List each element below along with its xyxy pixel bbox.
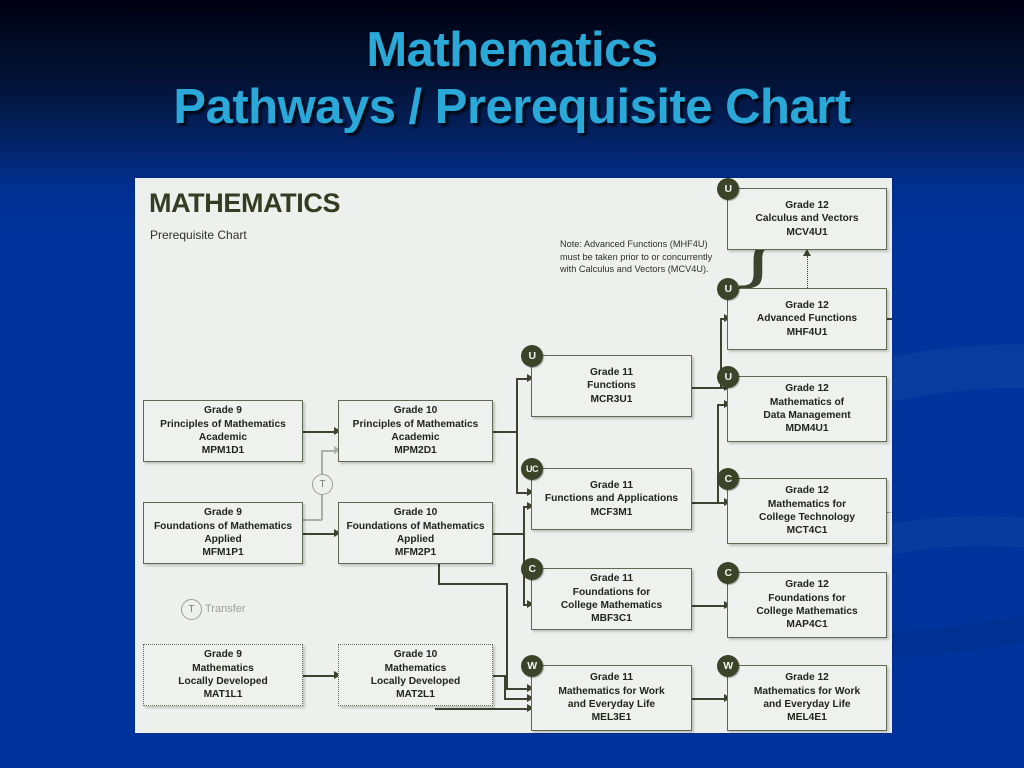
connector — [493, 675, 506, 677]
connector — [504, 675, 506, 699]
prerequisite-chart-panel: MATHEMATICS Prerequisite Chart Note: Adv… — [135, 178, 892, 733]
arrow-icon — [527, 703, 534, 712]
pathway-badge-workplace: W — [717, 655, 739, 677]
course-label: Grade 10 Principles of Mathematics Acade… — [352, 405, 479, 457]
transfer-legend-label: Transfer — [205, 603, 246, 615]
connector — [720, 387, 727, 389]
connector — [516, 492, 530, 494]
connector — [435, 708, 530, 710]
transfer-connector — [321, 450, 336, 452]
course-box-mpm2d1[interactable]: Grade 10 Principles of Mathematics Acade… — [338, 400, 493, 462]
course-label: Grade 12 Mathematics for College Technol… — [758, 485, 856, 537]
chart-heading: MATHEMATICS — [149, 188, 341, 218]
course-box-mel3e1[interactable]: W Grade 11 Mathematics for Work and Ever… — [521, 655, 692, 731]
chart-subheading: Prerequisite Chart — [150, 228, 247, 242]
arrow-icon — [527, 373, 534, 382]
arrow-icon — [334, 426, 341, 435]
connector — [692, 605, 727, 607]
connector — [523, 506, 530, 508]
course-label: Grade 11 Functions and Applications MCF3… — [544, 479, 679, 518]
course-label: Grade 11 Functions MCR3U1 — [587, 366, 636, 405]
course-box-mfm2p1[interactable]: Grade 10 Foundations of Mathematics Appl… — [338, 502, 493, 564]
course-box-mct4c1[interactable]: C Grade 12 Mathematics for College Techn… — [717, 468, 887, 544]
pathway-badge-workplace: W — [521, 655, 543, 677]
pathway-badge-university: U — [717, 278, 739, 300]
course-box-mat2l1[interactable]: Grade 10 Mathematics Locally Developed M… — [338, 644, 493, 706]
course-box-mfm1p1[interactable]: Grade 9 Foundations of Mathematics Appli… — [143, 502, 303, 564]
connector — [438, 562, 440, 584]
course-label: Grade 12 Calculus and Vectors MCV4U1 — [755, 199, 859, 238]
connector — [692, 387, 722, 389]
connector — [438, 583, 507, 585]
connector — [887, 318, 892, 320]
connector — [692, 698, 727, 700]
connector — [717, 404, 727, 406]
connector — [717, 404, 719, 504]
pathway-badge-university: U — [717, 366, 739, 388]
course-label: Grade 12 Foundations for College Mathema… — [756, 579, 858, 631]
course-label: Grade 9 Foundations of Mathematics Appli… — [153, 507, 293, 559]
dotted-connector — [887, 512, 892, 513]
arrow-icon — [334, 670, 341, 679]
course-label: Grade 11 Mathematics for Work and Everyd… — [558, 672, 665, 724]
connector — [506, 583, 508, 689]
slide-title: Mathematics Pathways / Prerequisite Char… — [173, 23, 851, 134]
pathway-badge-university-college: UC — [521, 458, 543, 480]
connector — [303, 431, 336, 433]
arrow-icon — [527, 693, 534, 702]
course-box-mbf3c1[interactable]: C Grade 11 Foundations for College Mathe… — [521, 558, 692, 630]
course-label: Grade 12 Advanced Functions MHF4U1 — [756, 299, 858, 338]
arrow-icon — [527, 487, 534, 496]
connector — [523, 506, 525, 606]
arrow-icon — [527, 599, 534, 608]
arrow-icon — [527, 683, 534, 692]
course-label: Grade 9 Mathematics Locally Developed MA… — [178, 649, 268, 701]
pathway-badge-college: C — [521, 558, 543, 580]
course-box-mcf3m1[interactable]: UC Grade 11 Functions and Applications M… — [521, 458, 692, 530]
connector — [516, 378, 530, 380]
transfer-connector — [303, 519, 322, 521]
course-box-mhf4u1[interactable]: U Grade 12 Advanced Functions MHF4U1 — [717, 278, 887, 350]
connector — [516, 378, 518, 493]
course-label: Grade 10 Mathematics Locally Developed M… — [370, 649, 461, 701]
connector — [506, 688, 530, 690]
dotted-connector — [807, 256, 808, 306]
arrow-icon — [334, 528, 341, 537]
connector — [493, 533, 525, 535]
advanced-functions-note: Note: Advanced Functions (MHF4U) must be… — [560, 239, 713, 275]
course-box-mdm4u1[interactable]: U Grade 12 Mathematics of Data Managemen… — [717, 366, 887, 442]
course-box-mpm1d1[interactable]: Grade 9 Principles of Mathematics Academ… — [143, 400, 303, 462]
connector — [493, 431, 518, 433]
connector — [504, 698, 530, 700]
course-label: Grade 10 Foundations of Mathematics Appl… — [346, 507, 485, 559]
pathway-badge-university: U — [521, 345, 543, 367]
arrow-icon — [803, 249, 811, 256]
connector — [720, 318, 727, 320]
connector — [720, 318, 722, 388]
pathway-badge-university: U — [717, 178, 739, 200]
connector — [303, 675, 336, 677]
course-label: Grade 12 Mathematics of Data Management … — [763, 383, 851, 435]
course-box-map4c1[interactable]: C Grade 12 Foundations for College Mathe… — [717, 562, 887, 638]
course-box-mel4e1[interactable]: W Grade 12 Mathematics for Work and Ever… — [717, 655, 887, 731]
course-label: Grade 9 Principles of Mathematics Academ… — [160, 405, 286, 457]
course-label: Grade 11 Foundations for College Mathema… — [560, 573, 663, 625]
course-box-mcr3u1[interactable]: U Grade 11 Functions MCR3U1 — [521, 345, 692, 417]
connector — [717, 502, 727, 504]
transfer-marker-icon: T — [312, 474, 333, 495]
course-label: Grade 12 Mathematics for Work and Everyd… — [753, 672, 861, 724]
course-box-mcv4u1[interactable]: U Grade 12 Calculus and Vectors MCV4U1 — [717, 178, 887, 250]
pathway-badge-college: C — [717, 562, 739, 584]
connector — [523, 604, 530, 606]
arrow-icon — [527, 501, 534, 510]
pathway-badge-college: C — [717, 468, 739, 490]
arrow-icon — [334, 445, 341, 454]
connector — [303, 533, 336, 535]
transfer-legend-icon: T — [181, 599, 202, 620]
course-box-mat1l1[interactable]: Grade 9 Mathematics Locally Developed MA… — [143, 644, 303, 706]
connector — [692, 502, 719, 504]
